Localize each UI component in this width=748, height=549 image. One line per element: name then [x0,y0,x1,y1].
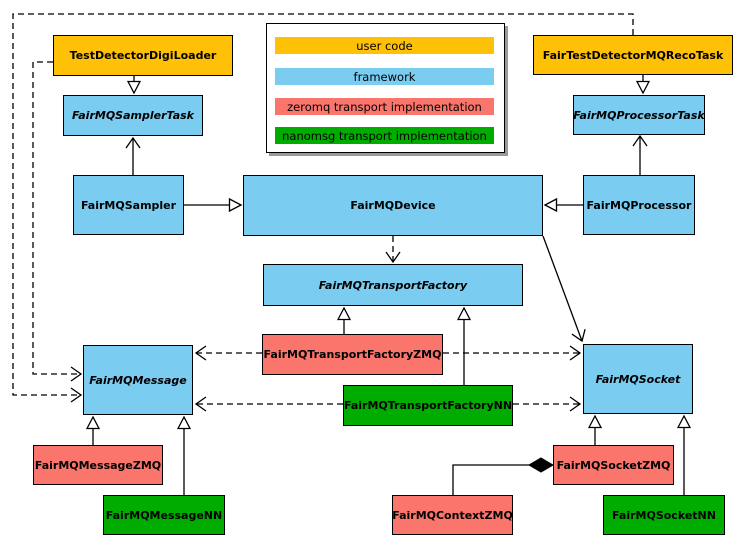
class-label: FairMQMessage [89,373,187,387]
legend-label: nanomsg transport implementation [282,128,487,143]
class-label: FairTestDetectorMQRecoTask [542,48,724,62]
legend-item-user-code: user code [275,37,494,54]
class-box-fairmqmessagenn: FairMQMessageNN [103,495,225,535]
legend-label: framework [353,69,416,84]
edge-socketzmq-contextzmq [452,464,553,495]
class-label: FairMQMessageNN [105,508,223,522]
class-label: FairMQSocket [595,372,681,386]
class-label: FairMQMessageZMQ [34,458,162,472]
edge-device-socket [542,235,586,343]
class-label: FairMQTransportFactory [318,278,468,292]
class-box-testdetectordigiloader: TestDetectorDigiLoader [53,35,233,76]
class-label: FairMQProcessorTask [573,108,705,122]
class-box-fairmqsocketnn: FairMQSocketNN [603,495,725,535]
class-box-fairtestdetectormqrecotask: FairTestDetectorMQRecoTask [533,35,733,75]
legend-item-framework: framework [275,68,494,85]
class-box-fairmqsampler: FairMQSampler [73,175,184,235]
legend-label: zeromq transport implementation [287,99,482,114]
class-box-fairmqprocessortask: FairMQProcessorTask [573,95,705,135]
legend-item-zeromq: zeromq transport implementation [275,98,494,115]
class-label: FairMQSampler [80,198,177,212]
legend-label: user code [356,38,413,53]
class-label: TestDetectorDigiLoader [69,49,217,62]
class-box-fairmqdevice: FairMQDevice [243,175,543,236]
class-label: FairMQSocketZMQ [556,458,671,472]
class-label: FairMQContextZMQ [392,508,513,522]
class-box-fairmqsamplertask: FairMQSamplerTask [63,95,203,136]
class-box-fairmqcontextzmq: FairMQContextZMQ [392,495,513,535]
class-box-fairmqsocket: FairMQSocket [583,344,693,414]
class-box-fairmqmessagezmq: FairMQMessageZMQ [33,445,163,485]
class-box-fairmqmessage: FairMQMessage [83,345,193,415]
edge-digiloader-message [32,61,83,382]
class-box-fairmqprocessor: FairMQProcessor [583,175,695,235]
class-label: FairMQTransportFactoryZMQ [263,348,442,361]
class-box-fairmqtransportfactoryzmq: FairMQTransportFactoryZMQ [262,334,443,375]
class-label: FairMQTransportFactoryNN [343,399,513,412]
class-label: FairMQSocketNN [612,508,716,522]
class-label: FairMQProcessor [586,198,692,212]
class-box-fairmqtransportfactory: FairMQTransportFactory [263,264,523,306]
legend-box: user code framework zeromq transport imp… [266,23,505,153]
composition-diamond-icon [528,457,554,473]
class-box-fairmqtransportfactorynn: FairMQTransportFactoryNN [343,385,513,426]
edge-recotask-message [12,13,634,403]
class-label: FairMQSamplerTask [72,109,194,122]
class-label: FairMQDevice [350,199,436,212]
class-box-fairmqsocketzmq: FairMQSocketZMQ [553,445,674,485]
legend-item-nanomsg: nanomsg transport implementation [275,127,494,144]
